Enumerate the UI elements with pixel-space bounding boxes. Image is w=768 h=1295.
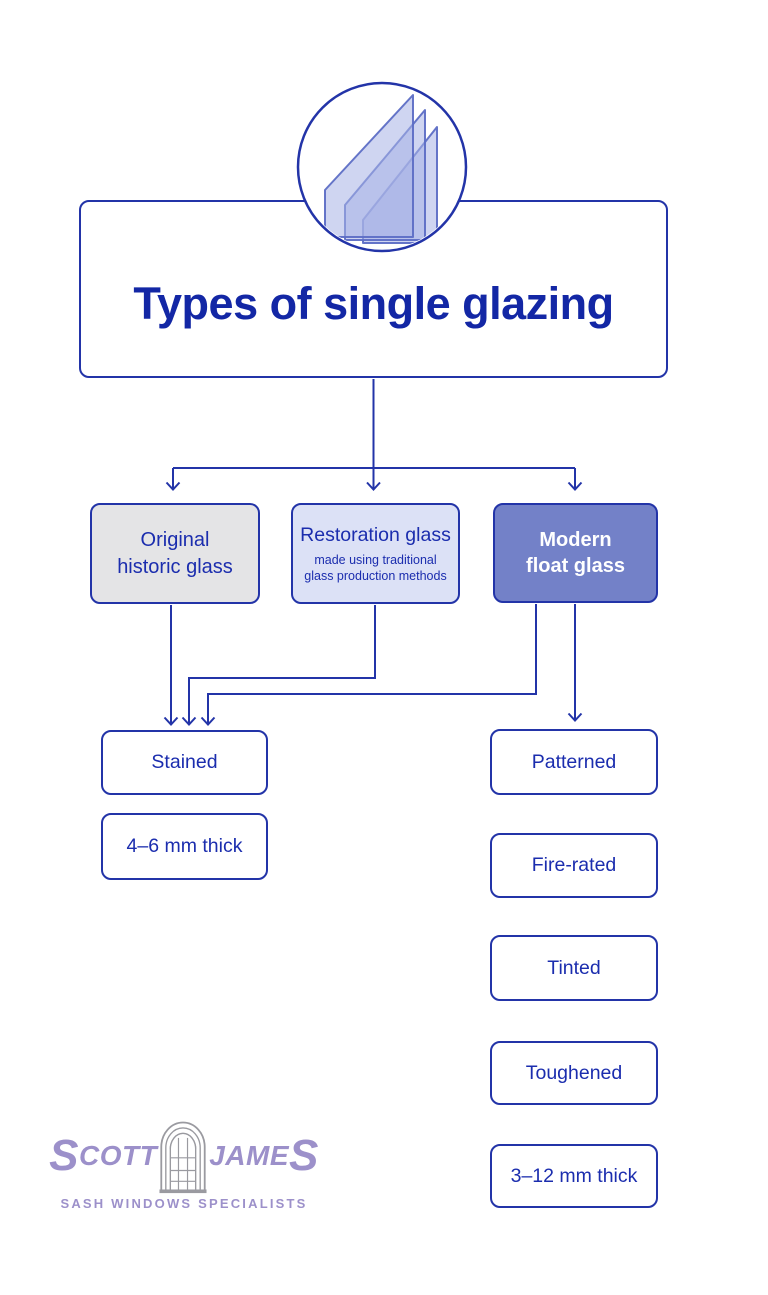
scott-james-logo: S COTT JAME S SASH WINDOWS SPECIALISTS [49,1118,318,1211]
leaf-label: 3–12 mm thick [510,1164,638,1187]
page-title: Types of single glazing [133,278,614,329]
logo-letter: COTT [79,1140,158,1171]
sash-window-icon [159,1121,207,1194]
category-restoration-glass: Restoration glass made using traditional… [291,503,460,604]
leaf-toughened: Toughened [490,1041,658,1105]
leaf-patterned: Patterned [490,729,658,795]
leaf-label: Stained [151,751,218,773]
category-subtitle: made using traditional glass production … [304,553,447,583]
category-original-historic-glass: Original historic glass [90,503,260,604]
leaf-label: Fire-rated [531,854,617,876]
category-label: Original historic glass [117,529,233,578]
category-label: Restoration glass [300,523,451,546]
category-modern-float-glass: Modern float glass [493,503,658,603]
leaf-stained: Stained [101,730,268,795]
title-box: Types of single glazing [79,200,668,378]
logo-letter: JAME [209,1140,290,1171]
leaf-tinted: Tinted [490,935,658,1001]
logo-letter: S [289,1131,319,1180]
leaf-fire-rated: Fire-rated [490,833,658,898]
logo-letter: S [49,1131,79,1180]
category-label: Modern float glass [526,528,625,577]
leaf-4-6-mm-thick: 4–6 mm thick [101,813,268,880]
logo-brand-row: S COTT JAME S [49,1118,319,1194]
leaf-label: Toughened [525,1061,623,1084]
leaf-label: 4–6 mm thick [126,835,243,857]
leaf-label: Tinted [547,956,601,979]
leaf-label: Patterned [531,750,617,773]
leaf-3-12-mm-thick: 3–12 mm thick [490,1144,658,1208]
logo-tagline: SASH WINDOWS SPECIALISTS [60,1196,308,1211]
